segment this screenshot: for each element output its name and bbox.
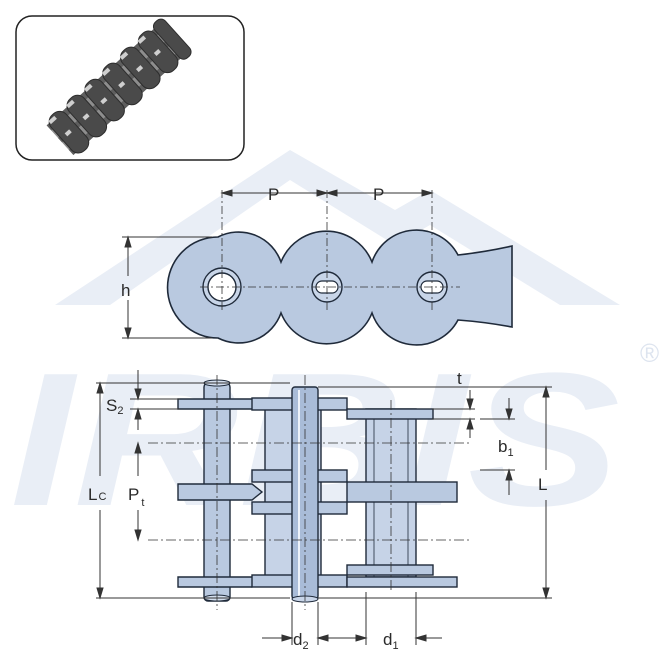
s2-label: S2: [106, 396, 123, 417]
pitch-dimension: [220, 189, 434, 197]
height-dimension: [122, 235, 212, 340]
d2-label: d2: [293, 630, 309, 652]
d1-label: d1: [383, 630, 399, 652]
height-label: h: [121, 281, 130, 300]
plate-rows: [177, 397, 458, 588]
top-dimensions: [96, 370, 552, 645]
chain-photo: [15, 15, 245, 161]
registered-mark: ®: [640, 338, 659, 368]
chain-photo-image: [46, 18, 192, 156]
Lc-label: LC: [88, 485, 106, 504]
t-label: t: [457, 369, 462, 388]
b1-label: b1: [498, 437, 514, 459]
side-view: P P h: [121, 185, 513, 346]
irbis-watermark: IRBIS ®: [10, 150, 659, 546]
pitch-label-2: P: [373, 185, 384, 204]
pitch-label-1: P: [268, 185, 279, 204]
top-view: S2 t b1 L LC Pt d2 d1: [88, 369, 552, 652]
L-label: L: [538, 475, 547, 494]
